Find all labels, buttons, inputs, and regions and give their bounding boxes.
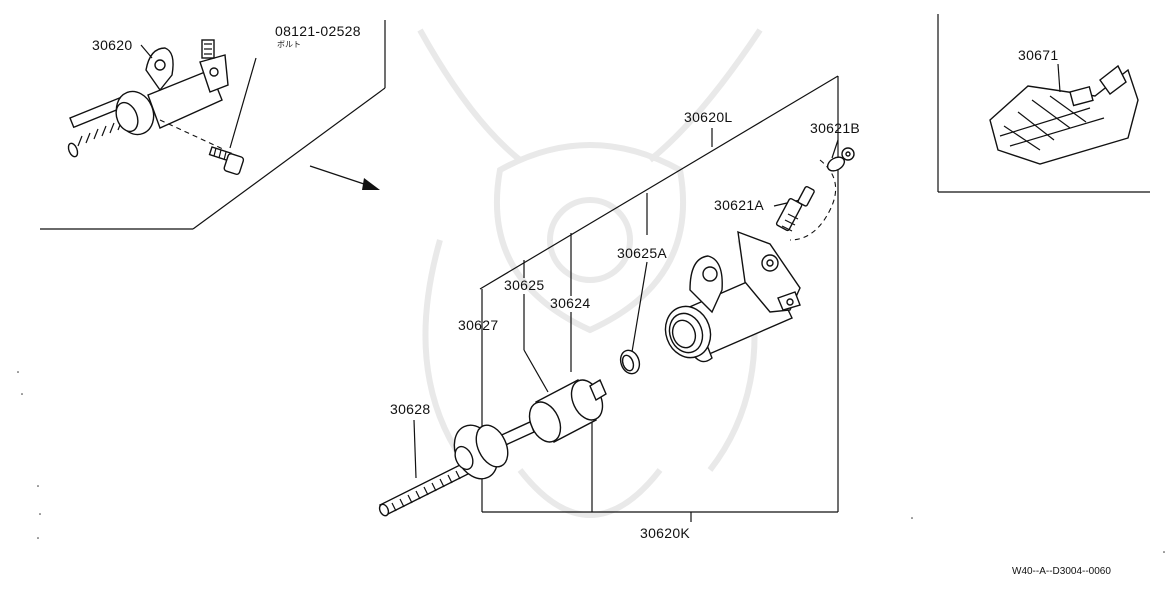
inset-panel [40,20,386,230]
label-30671: 30671 [1018,47,1058,63]
direction-arrow [309,165,380,190]
inset-clutch-cylinder [67,39,257,175]
label-30620L: 30620L [684,109,733,125]
label-08121-02528: 08121-02528 [275,23,361,39]
bleeder-cap [826,147,855,172]
bleeder-screw [775,186,815,232]
label-30625: 30625 [504,277,544,293]
label-30625A: 30625A [617,245,667,261]
inset-bolt [208,146,245,175]
label-30627: 30627 [458,317,498,333]
bracket [989,63,1139,165]
leader-lines [413,75,839,522]
label-30620K: 30620K [640,525,690,541]
label-30628: 30628 [390,401,430,417]
scan-specks [17,371,1165,553]
boot [453,424,509,480]
label-30620: 30620 [92,37,132,53]
label-30624: 30624 [550,295,590,311]
label-30621B: 30621B [810,120,860,136]
cylinder-body [664,230,801,363]
label-bolt-note: ボルト [277,40,301,49]
snap-ring [619,349,641,375]
diagram-code: W40--A--D3004--0060 [1012,566,1111,577]
bracket-panel [937,14,1150,193]
label-30621A: 30621A [714,197,764,213]
piston [528,378,607,443]
